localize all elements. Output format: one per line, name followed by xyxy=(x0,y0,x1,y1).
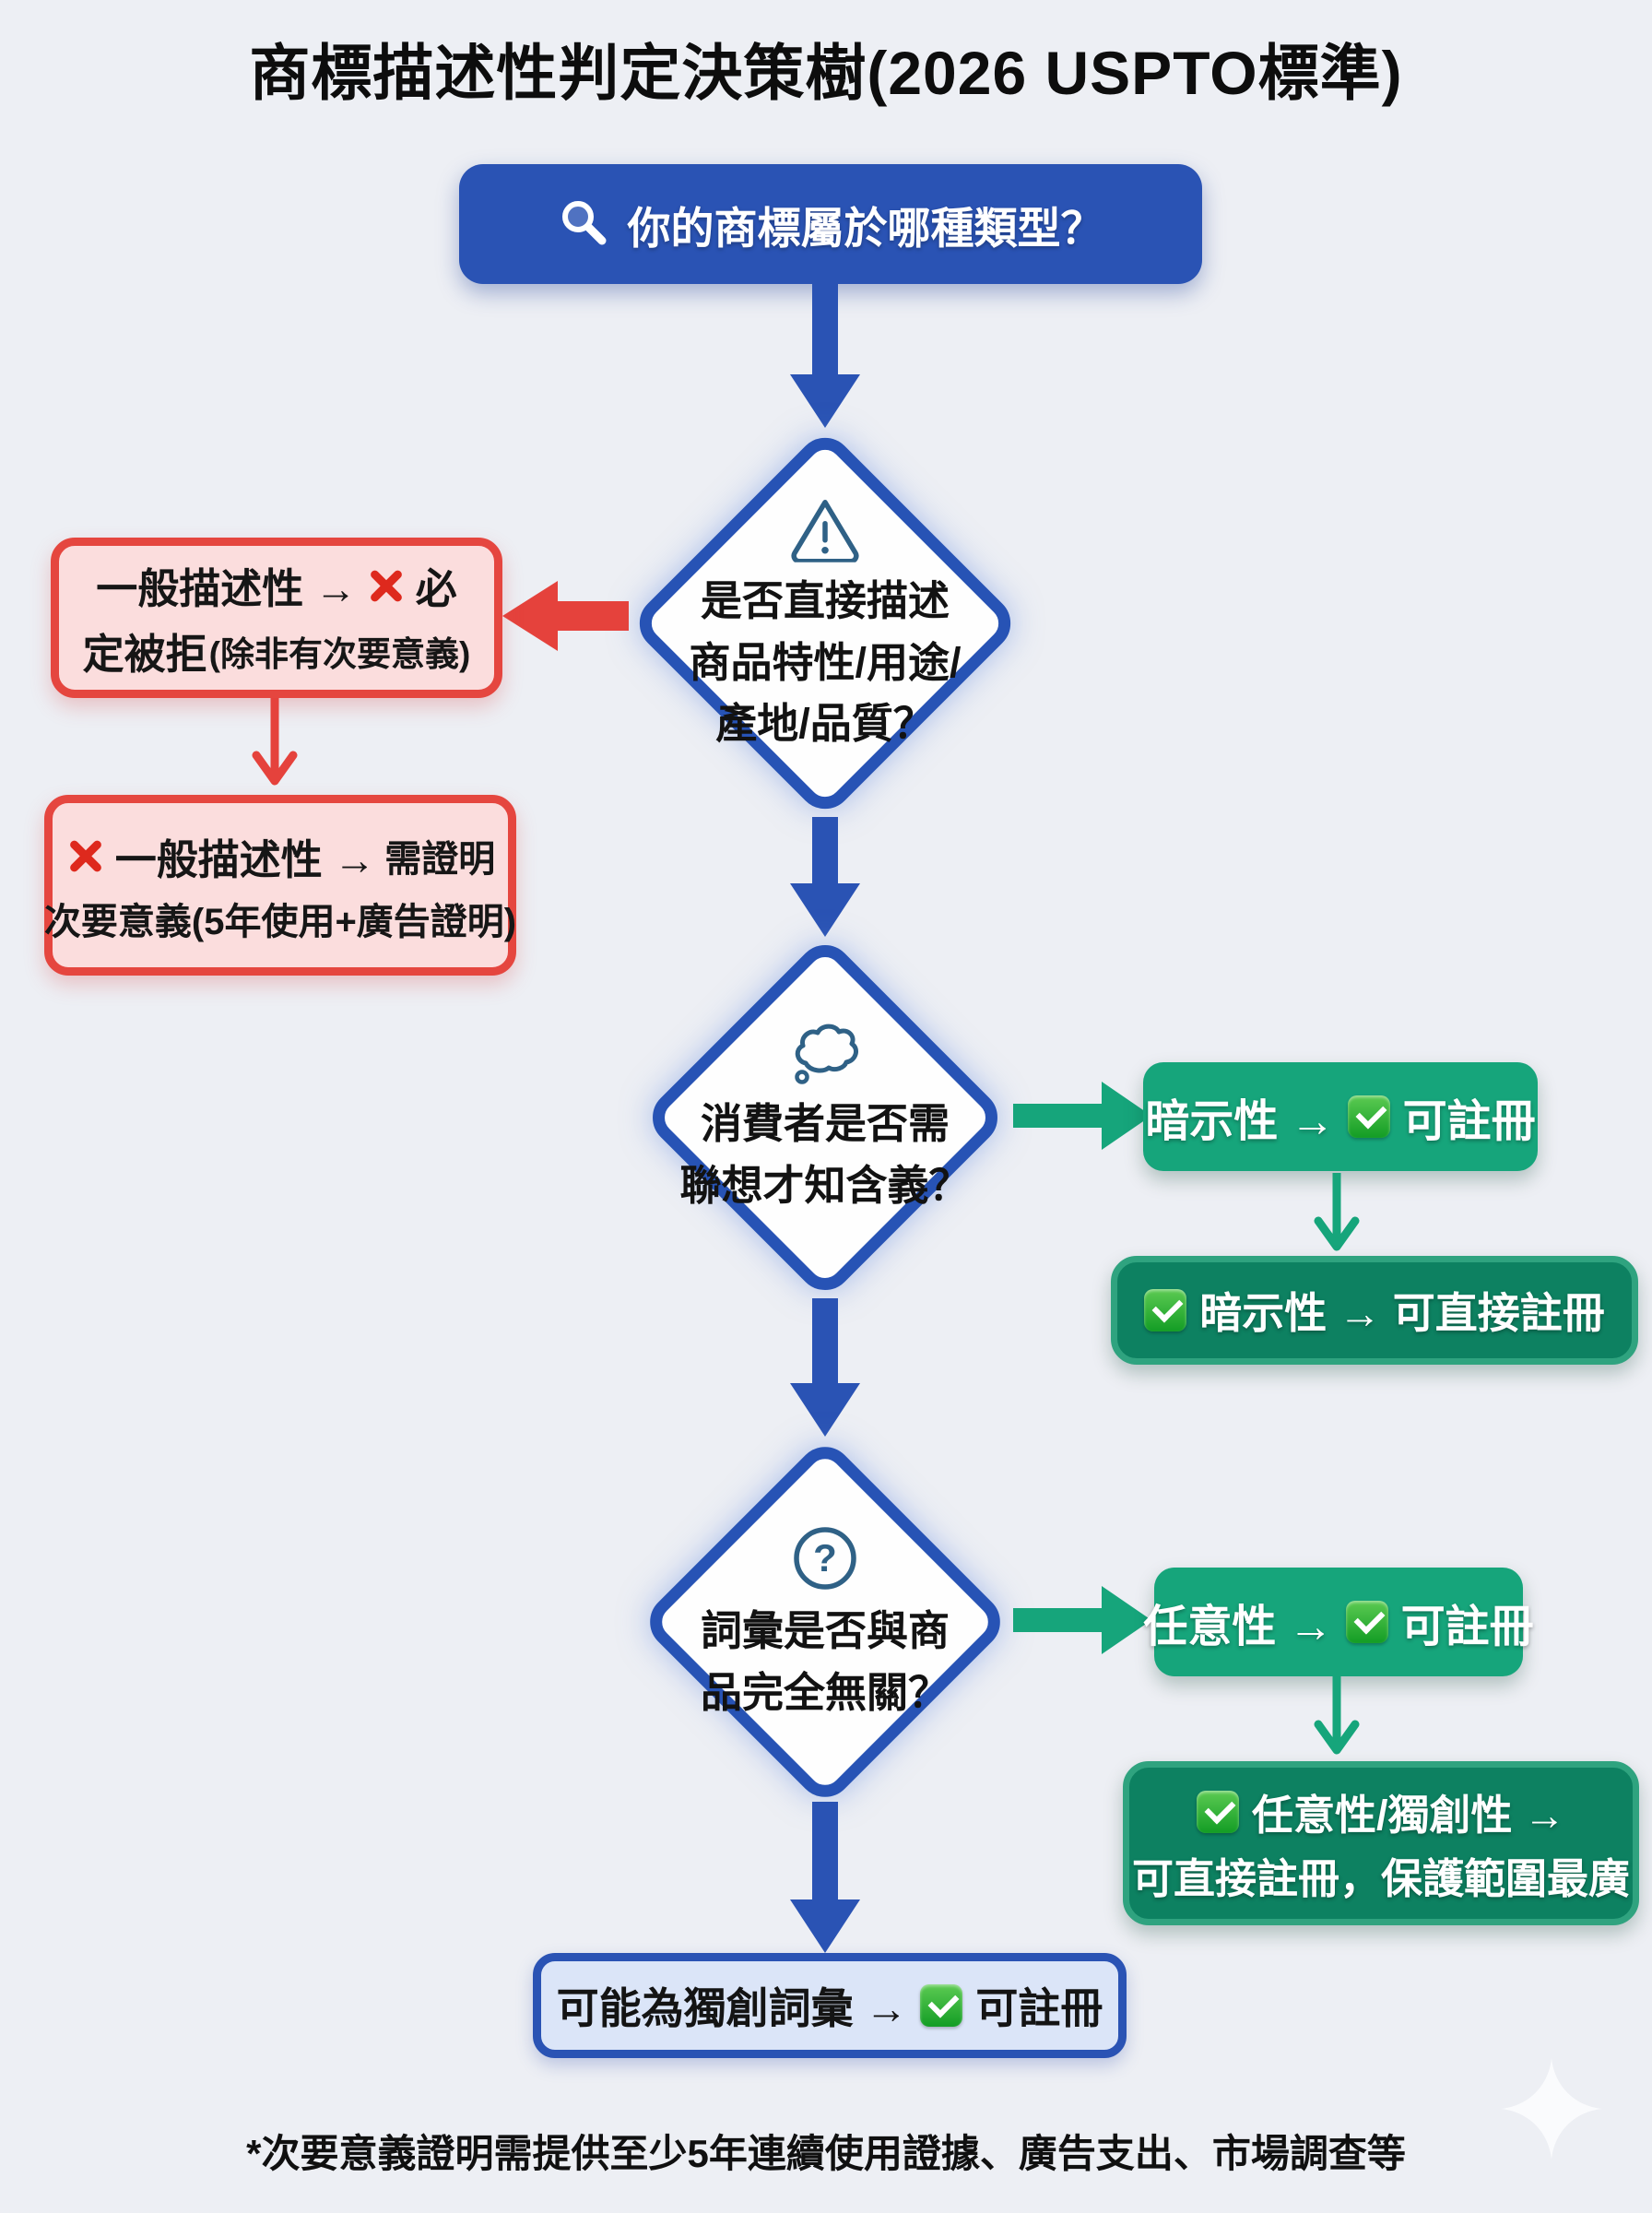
arrow-shaft xyxy=(812,1802,838,1901)
arrow-head xyxy=(790,883,860,937)
arrow-shaft xyxy=(556,601,629,631)
right-arrow-green-2-icon xyxy=(1013,1586,1151,1654)
diamond2-line1: 消費者是否需 xyxy=(700,1100,950,1147)
diamond2-line2: 聯想才知含義？ xyxy=(679,1161,971,1209)
sparkle-icon xyxy=(1501,2058,1602,2164)
start-node: 你的商標屬於哪種類型？ xyxy=(459,164,1202,284)
red1-text-2: 必 xyxy=(415,565,457,612)
red1-text-1: 一般描述性 → xyxy=(96,565,357,612)
g1-text-1: 暗示性 → xyxy=(1145,1097,1335,1146)
result-secondary-meaning-required: 一般描述性 → 需證明 次要意義(5年使用+廣告證明) xyxy=(44,795,516,976)
red2-text-2: 需證明 xyxy=(384,839,496,880)
g4-text-2: 可直接註冊，保護範圍最廣 xyxy=(1131,1855,1630,1902)
down-connector-green-2-icon xyxy=(1313,1676,1361,1766)
arrow-shaft xyxy=(812,282,838,376)
diamond1-line2: 商品特性/用途/ xyxy=(689,638,962,686)
diamond3-line1: 詞彙是否與商 xyxy=(700,1607,950,1654)
question-icon: ? xyxy=(791,1524,859,1597)
final-text-1: 可能為獨創詞彙 → xyxy=(556,1984,908,2032)
check-icon xyxy=(1144,1289,1187,1331)
start-question: 你的商標屬於哪種類型？ xyxy=(627,203,1104,253)
magnifier-icon xyxy=(558,196,609,253)
check-icon xyxy=(1347,1095,1390,1138)
decision-diamond-arbitrary: ? 詞彙是否與商 品完全無關？ xyxy=(638,1435,1012,1809)
final-text-2: 可註冊 xyxy=(975,1984,1103,2032)
decision-diamond-descriptive: 是否直接描述 商品特性/用途/ 產地/品質？ xyxy=(628,426,1022,821)
left-arrow-red-icon xyxy=(502,581,629,651)
arrow-head xyxy=(790,374,860,428)
thought-bubble-icon xyxy=(789,1023,861,1090)
result-suggestive-registrable: 暗示性 → 可註冊 xyxy=(1143,1062,1538,1171)
red1-text-4: (除非有次要意義) xyxy=(208,634,471,673)
g4-text-1: 任意性/獨創性 → xyxy=(1251,1792,1565,1839)
arrow-shaft xyxy=(1013,1608,1102,1632)
check-icon xyxy=(1196,1790,1239,1833)
cross-icon xyxy=(366,565,407,606)
cross-icon xyxy=(65,835,106,876)
arrow-shaft xyxy=(812,817,838,885)
svg-text:?: ? xyxy=(813,1536,837,1580)
right-arrow-green-1-icon xyxy=(1013,1082,1151,1150)
result-suggestive-direct-registration: 暗示性 → 可直接註冊 xyxy=(1111,1256,1638,1365)
arrow-head xyxy=(790,1899,860,1953)
result-arbitrary-registrable: 任意性 → 可註冊 xyxy=(1143,1568,1534,1676)
check-icon xyxy=(1345,1601,1388,1643)
decision-diamond-suggestive: 消費者是否需 聯想才知含義？ xyxy=(641,933,1009,1302)
down-arrow-4-icon xyxy=(790,1802,860,1953)
red1-text-3: 定被拒 xyxy=(82,631,207,678)
red2-text-3: 次要意義(5年使用+廣告證明) xyxy=(43,901,517,942)
warning-icon xyxy=(788,496,862,567)
down-arrow-2-icon xyxy=(790,817,860,937)
page-title: 商標描述性判定決策樹(2026 USPTO標準) xyxy=(249,39,1403,107)
result-fanciful-registrable: 可能為獨創詞彙 → 可註冊 xyxy=(533,1953,1127,2058)
arrow-head xyxy=(1102,1586,1151,1654)
down-arrow-1-icon xyxy=(790,282,860,428)
diamond1-line3: 產地/品質？ xyxy=(715,699,935,747)
arrow-head xyxy=(790,1383,860,1437)
result-arbitrary-fanciful-direct-registration: 任意性/獨創性 → 可直接註冊，保護範圍最廣 xyxy=(1123,1761,1639,1925)
red2-text-1: 一般描述性 → xyxy=(114,835,376,883)
arrow-shaft xyxy=(812,1298,838,1385)
down-connector-red-icon xyxy=(251,698,299,797)
arrow-head xyxy=(502,581,558,651)
g2-text-1: 暗示性 → 可直接註冊 xyxy=(1199,1289,1605,1337)
diamond3-line2: 品完全無關？ xyxy=(700,1668,950,1716)
check-icon xyxy=(920,1984,963,2027)
footnote: *次要意義證明需提供至少5年連續使用證據、廣告支出、市場調查等 xyxy=(246,2132,1406,2175)
result-generic-descriptive-rejected: 一般描述性 → 必 定被拒 (除非有次要意義) xyxy=(51,538,502,698)
down-arrow-3-icon xyxy=(790,1298,860,1437)
down-connector-green-1-icon xyxy=(1313,1173,1361,1262)
g1-text-2: 可註冊 xyxy=(1402,1097,1536,1146)
arrow-shaft xyxy=(1013,1104,1102,1128)
g3-text-2: 可註冊 xyxy=(1400,1603,1534,1651)
diamond1-line1: 是否直接描述 xyxy=(700,576,950,624)
g3-text-1: 任意性 → xyxy=(1143,1603,1333,1651)
